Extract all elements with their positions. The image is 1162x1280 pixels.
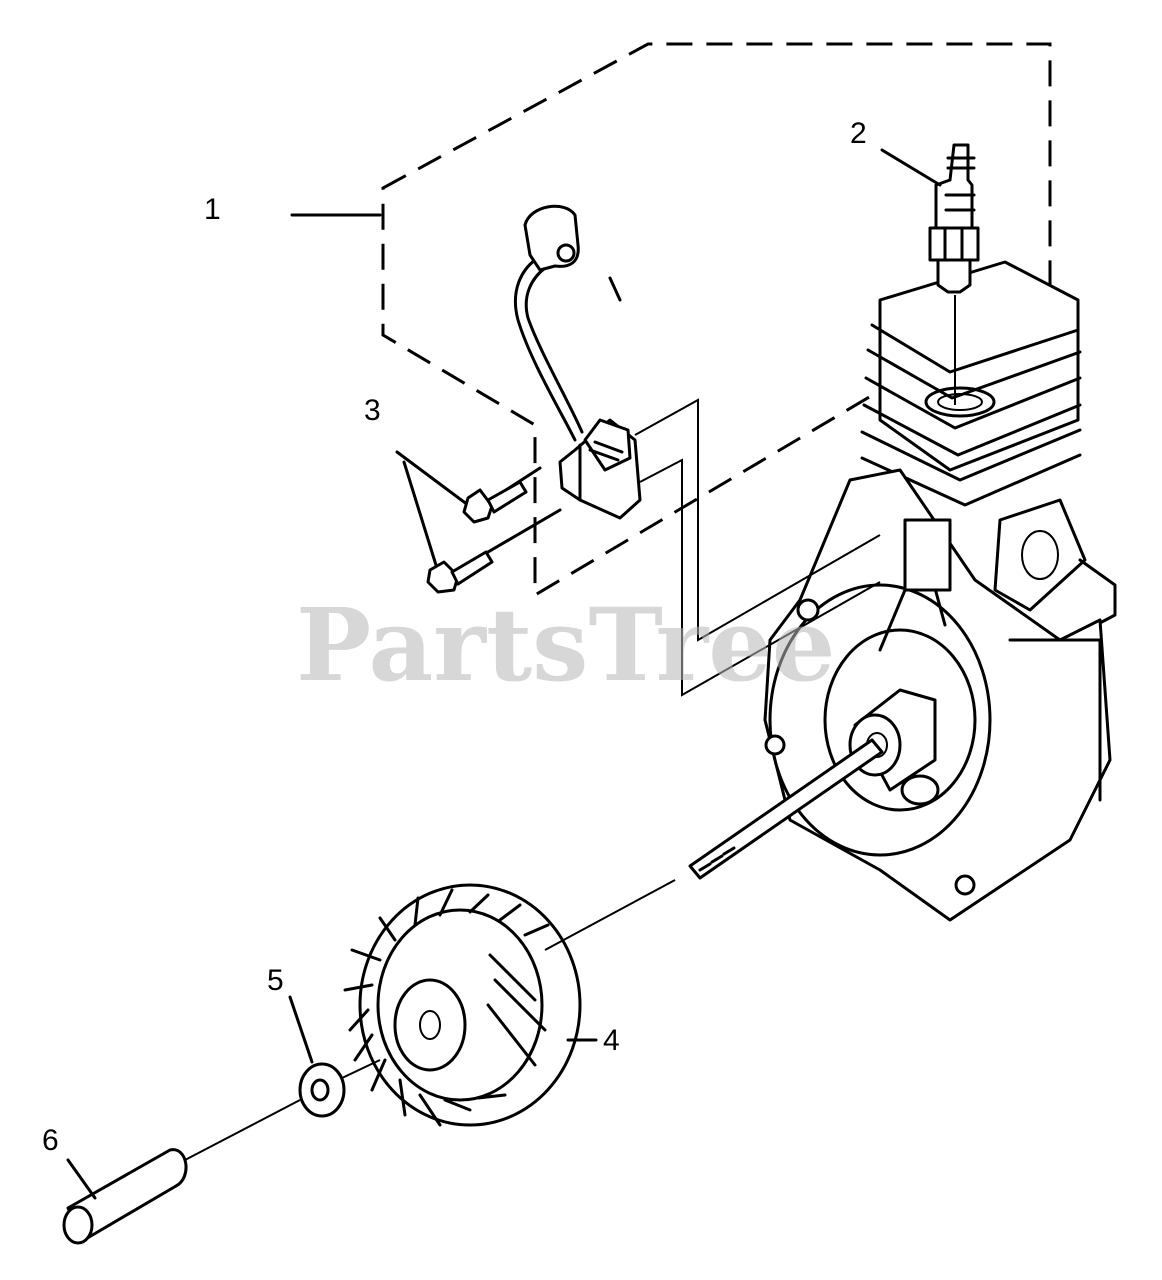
mounting-screws	[395, 450, 562, 594]
assembly-line-coil	[634, 398, 881, 642]
engine-cylinder	[860, 260, 1117, 662]
engine-crankcase	[688, 468, 1112, 922]
assembly-line-coil-lower	[639, 458, 881, 697]
kit-dashed-outline	[381, 42, 1052, 598]
callout-2: 2	[850, 117, 867, 150]
leader-line-6	[66, 1158, 97, 1200]
callout-4: 4	[603, 1024, 620, 1057]
callout-5: 5	[267, 964, 284, 997]
washer	[184, 1059, 381, 1161]
callout-3: 3	[364, 394, 381, 427]
flywheel	[343, 879, 676, 1127]
ignition-module	[513, 204, 642, 520]
callout-6: 6	[42, 1124, 59, 1157]
watermark: PartsTree	[296, 586, 836, 704]
woodruff-key-pin	[62, 1148, 188, 1245]
callout-1: 1	[204, 193, 221, 226]
spark-plug	[928, 143, 980, 405]
leader-line-2	[880, 148, 942, 187]
leader-line-5	[288, 995, 314, 1064]
